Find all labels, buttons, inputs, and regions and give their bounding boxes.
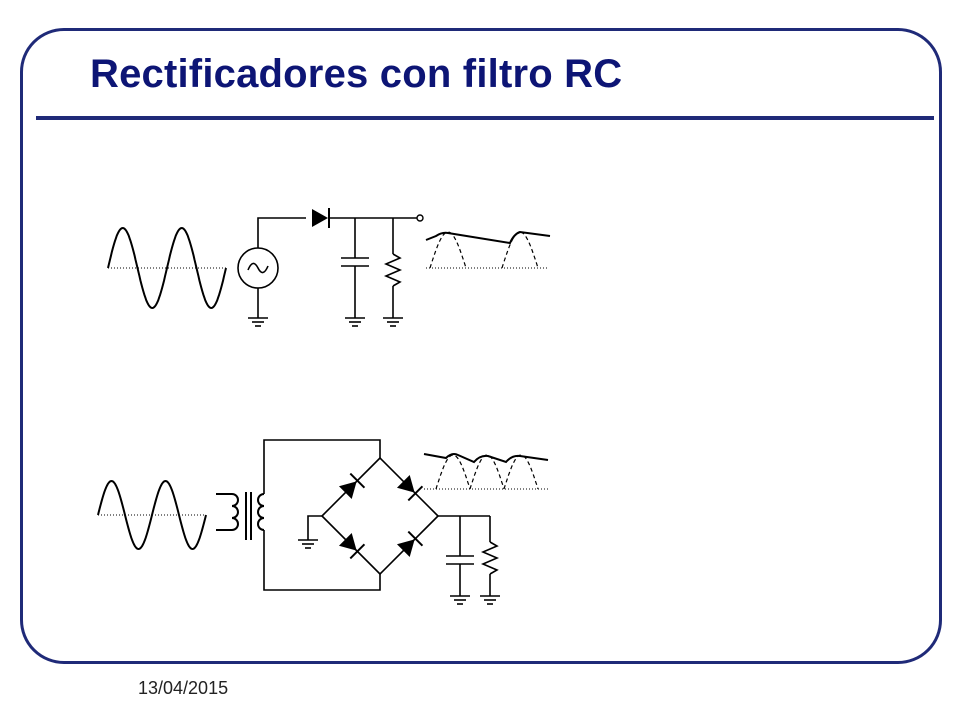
slide-title: Rectificadores con filtro RC <box>90 52 623 96</box>
bridge-ground-wire <box>307 515 322 540</box>
output-waveform-bottom <box>423 453 549 490</box>
diode-icon <box>396 474 424 502</box>
ground-icon <box>345 317 365 327</box>
input-sine-wave-bottom <box>97 479 207 551</box>
transformer-icon <box>216 439 381 591</box>
slide-date: 13/04/2015 <box>138 678 229 698</box>
input-sine-wave-top <box>107 226 227 310</box>
ground-icon <box>248 317 268 327</box>
ground-icon <box>480 595 500 605</box>
resistor-icon <box>383 218 403 318</box>
resistor-icon <box>480 516 500 596</box>
capacitor-icon <box>341 218 369 318</box>
ac-tilde-icon <box>247 262 269 274</box>
diode-icon <box>312 208 330 228</box>
diode-icon <box>338 472 366 500</box>
diode-icon <box>396 530 424 558</box>
title-underline <box>36 116 934 120</box>
output-terminal-icon <box>416 214 424 222</box>
ground-icon <box>383 317 403 327</box>
capacitor-icon <box>446 516 474 596</box>
bridge-rectifier-circuit <box>97 439 549 605</box>
source-to-diode-wire <box>257 217 306 248</box>
slide-frame <box>20 28 942 664</box>
diode-icon <box>338 532 366 560</box>
half-wave-rectifier-circuit <box>107 208 551 327</box>
ground-icon <box>450 595 470 605</box>
diode-bridge <box>321 457 439 575</box>
ground-icon <box>298 539 318 549</box>
output-waveform-top <box>425 230 551 269</box>
